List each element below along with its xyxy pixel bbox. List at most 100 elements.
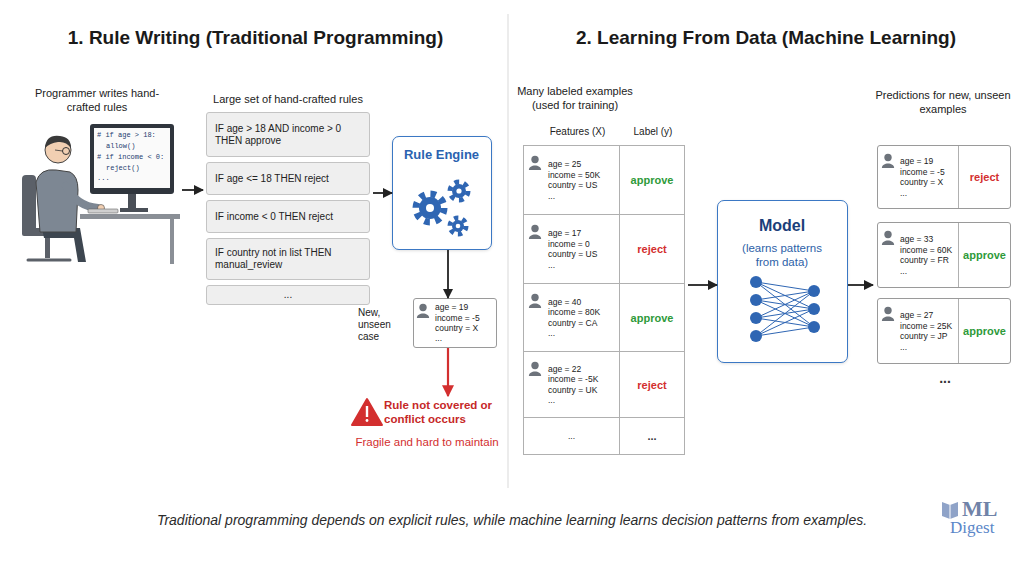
node-text: Predictions for new, unseen examples xyxy=(871,88,1015,116)
node-text: IF age > 18 AND income > 0 THEN approve xyxy=(215,123,361,147)
table-row: age = 40income = 80Kcountry = CA...appro… xyxy=(523,283,685,352)
programmer-illustration xyxy=(94,128,170,188)
model-box: Model(learns patterns from data) xyxy=(717,200,848,363)
screen-code: # if age > 18: xyxy=(97,131,156,140)
feature-line: country = JP xyxy=(900,331,958,342)
rule-engine: Rule Engine xyxy=(392,136,492,250)
node-text: IF income < 0 THEN reject xyxy=(215,211,361,223)
prediction-card: age = 27income = 25Kcountry = JP... appro… xyxy=(877,298,1011,364)
table-row: age = 25income = 50Kcountry = US...appro… xyxy=(523,145,685,215)
node-text: Large set of hand-crafted rules xyxy=(197,92,379,106)
rule-box: IF age <= 18 THEN reject xyxy=(206,162,370,195)
label-column: ... xyxy=(619,418,684,454)
feature-line: ... xyxy=(900,342,958,353)
feature-line: country = X xyxy=(900,177,958,188)
feature-line: age = 40 xyxy=(548,297,619,308)
programmer-illustration xyxy=(22,124,180,264)
flow-arrow xyxy=(182,189,203,191)
screen-code: allow() xyxy=(106,142,135,151)
class-label: reject xyxy=(637,243,666,255)
prediction-list: Predictions for new, unseen examples age … xyxy=(873,86,1013,370)
warning-icon xyxy=(352,399,382,425)
feature-column: age = 19income = -5country = X... xyxy=(878,146,958,208)
programmer-illustration xyxy=(45,137,71,163)
programmer-illustration xyxy=(80,214,180,219)
logo-text: Digest xyxy=(950,518,994,538)
node-text: ... xyxy=(284,289,292,301)
flow-arrow xyxy=(688,284,717,286)
node-text: Rule not covered or conflict occurs xyxy=(384,398,502,426)
logo-book-icon xyxy=(942,502,958,519)
node-text: age = 19 xyxy=(435,302,468,313)
class-label: reject xyxy=(637,379,666,391)
class-label: approve xyxy=(963,325,1006,337)
programmer-illustration xyxy=(45,136,71,148)
panel-divider xyxy=(507,14,508,488)
feature-line: ... xyxy=(548,328,619,339)
programmer-illustration xyxy=(22,175,36,235)
programmer-illustration xyxy=(128,194,136,208)
programmer-illustration xyxy=(28,259,70,262)
feature-line: country = FR xyxy=(900,255,958,266)
programmer-illustration xyxy=(66,186,98,208)
feature-line: country = UK xyxy=(548,385,619,396)
label-column: approve xyxy=(958,223,1010,287)
node-text: IF age <= 18 THEN reject xyxy=(215,173,361,185)
label-column: approve xyxy=(958,299,1010,363)
feature-line: income = 25K xyxy=(900,321,958,332)
label-column: approve xyxy=(619,146,684,214)
feature-line: income = 50K xyxy=(548,170,619,181)
node-text: IF country not in list THEN manual_revie… xyxy=(215,247,361,271)
label-column: reject xyxy=(958,146,1010,208)
programmer-illustration xyxy=(63,148,70,155)
feature-line: income = 0 xyxy=(548,239,619,250)
node-text: Rule Engine xyxy=(393,147,490,162)
flow-arrow xyxy=(447,348,449,396)
logo-book-icon xyxy=(942,502,958,519)
feature-line: country = CA xyxy=(548,318,619,329)
feature-line: age = 19 xyxy=(900,156,958,167)
feature-line: ... xyxy=(548,191,619,202)
feature-column: age = 22income = -5Kcountry = UK... xyxy=(524,352,619,417)
training-table: Many labeled examples (used for training… xyxy=(520,82,688,458)
flow-arrow xyxy=(447,250,449,298)
flow-arrow xyxy=(373,192,392,194)
table-row: age = 22income = -5Kcountry = UK... rejec… xyxy=(523,351,685,418)
node-text: New, unseen case xyxy=(358,307,410,343)
programmer-illustration xyxy=(36,170,78,232)
programmer-illustration xyxy=(42,228,86,262)
feature-column: age = 40income = 80Kcountry = CA... xyxy=(524,284,619,351)
rule-box: IF age > 18 AND income > 0 THEN approve xyxy=(206,112,370,157)
feature-line: income = -5K xyxy=(548,374,619,385)
rule-box: ... xyxy=(206,285,370,305)
table-row: age = 17income = 0country = US...reject xyxy=(523,214,685,284)
class-label: approve xyxy=(631,174,674,186)
node-text: Features (X) xyxy=(535,126,620,137)
feature-line: ... xyxy=(548,395,619,406)
programmer-illustration xyxy=(88,209,118,213)
feature-line: age = 27 xyxy=(900,310,958,321)
logo-book-icon xyxy=(950,505,951,519)
feature-line: ... xyxy=(900,188,958,199)
label-column: reject xyxy=(619,215,684,283)
warning-icon xyxy=(352,399,382,425)
label-column: reject xyxy=(619,352,684,417)
screen-code: reject() xyxy=(106,164,140,173)
node-text: Programmer writes hand-crafted rules xyxy=(34,86,160,114)
feature-column: age = 27income = 25Kcountry = JP... xyxy=(878,299,958,363)
feature-line: income = 60K xyxy=(900,245,958,256)
feature-line: country = US xyxy=(548,249,619,260)
warning-icon xyxy=(366,406,368,417)
programmer-illustration xyxy=(55,150,63,151)
caption: Traditional programming depends on expli… xyxy=(112,512,912,528)
feature-line: ... xyxy=(900,266,958,277)
programmer-illustration xyxy=(120,208,148,212)
feature-column: age = 33income = 60Kcountry = FR... xyxy=(878,223,958,287)
node-text: Model xyxy=(718,217,846,235)
prediction-card: age = 33income = 60Kcountry = FR...appro… xyxy=(877,222,1011,288)
node-text: country = X xyxy=(435,323,478,334)
programmer-illustration xyxy=(98,205,105,212)
table-row: ...... xyxy=(523,417,685,455)
